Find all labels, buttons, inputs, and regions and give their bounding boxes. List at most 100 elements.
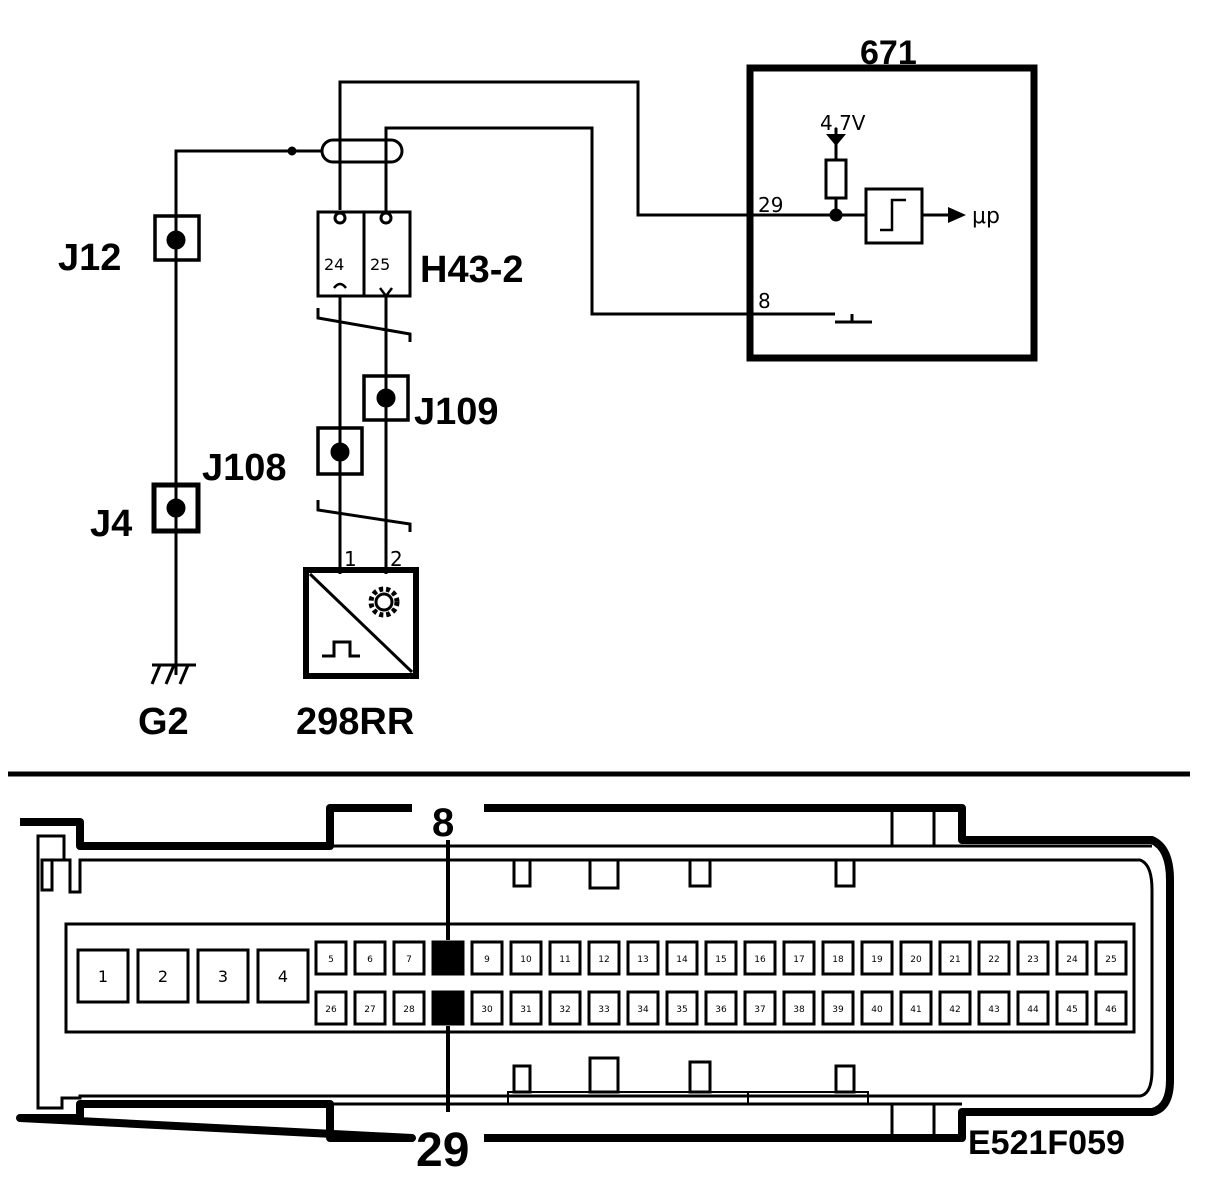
pin-field — [64, 922, 1136, 1034]
connector-pin-7: 7 — [392, 940, 426, 976]
connector-pin-label: 39 — [832, 1005, 844, 1015]
connector-pin-28: 28 — [392, 990, 426, 1026]
h43-label: H43-2 — [420, 249, 524, 291]
connector-pin-34: 34 — [626, 990, 660, 1026]
connector-pin-label: 32 — [559, 1005, 570, 1015]
splice-j108 — [316, 426, 364, 476]
schematic — [150, 64, 1038, 685]
pin8-label: 8 — [758, 289, 771, 313]
connector-pin-9: 9 — [470, 940, 504, 976]
connector-pin-21: 21 — [938, 940, 972, 976]
connector-pin-17: 17 — [782, 940, 816, 976]
connector-pin-label: 2 — [158, 967, 168, 986]
connector-pin-label: 44 — [1027, 1005, 1039, 1015]
connector-pin-label: 17 — [793, 955, 804, 965]
connector-pin-10: 10 — [509, 940, 543, 976]
connector-pin-45: 45 — [1055, 990, 1089, 1026]
connector-pin-label: 28 — [403, 1005, 415, 1015]
reference-code: E521F059 — [968, 1124, 1125, 1162]
g2-label: G2 — [138, 701, 189, 743]
splice-j4 — [151, 482, 201, 534]
schmitt-trigger — [864, 187, 924, 245]
connector-pin-20: 20 — [899, 940, 933, 976]
connector-pin-label: 1 — [98, 967, 108, 986]
connector-pin-41: 41 — [899, 990, 933, 1026]
connector-pin-5: 5 — [314, 940, 348, 976]
connector-housing — [16, 804, 1174, 1142]
connector-pin-label: 25 — [1105, 955, 1116, 965]
connector-pin-label: 45 — [1066, 1005, 1077, 1015]
connector-pin-38: 38 — [782, 990, 816, 1026]
connector-pin-label: 4 — [278, 967, 288, 986]
j109-label: J109 — [414, 391, 499, 433]
connector-pin-44: 44 — [1016, 990, 1050, 1026]
connector-pin-30: 30 — [470, 990, 504, 1026]
connector-pin-22: 22 — [977, 940, 1011, 976]
connector-pin-35: 35 — [665, 990, 699, 1026]
connector-pin-label: 26 — [325, 1005, 337, 1015]
connector-pin-label: 37 — [754, 1005, 765, 1015]
connector-pin-15: 15 — [704, 940, 738, 976]
splice-j109 — [362, 374, 410, 422]
connector-pin-label: 6 — [367, 955, 373, 965]
sensor-298rr — [303, 567, 419, 679]
connector-pin-label: 24 — [1066, 955, 1078, 965]
output-arrow-icon — [948, 207, 966, 223]
connector-pin-label: 43 — [988, 1005, 999, 1015]
connector-pin-14: 14 — [665, 940, 699, 976]
connector-pin-19: 19 — [860, 940, 894, 976]
connector-pin-26: 26 — [314, 990, 348, 1026]
connector-pin-43: 43 — [977, 990, 1011, 1026]
connector-pin-highlighted — [431, 940, 465, 976]
connector-pin-label: 20 — [910, 955, 922, 965]
pullup-resistor — [824, 158, 848, 200]
connector-pin-4: 4 — [256, 948, 310, 1004]
connector-pin-label: 21 — [949, 955, 960, 965]
connector-pin-11: 11 — [548, 940, 582, 976]
connector-pin-24: 24 — [1055, 940, 1089, 976]
connector-pin-label: 42 — [949, 1005, 960, 1015]
connector-pin-33: 33 — [587, 990, 621, 1026]
connector-pin-13: 13 — [626, 940, 660, 976]
twisted-pair-shield — [320, 138, 404, 164]
connector-pin-label: 33 — [598, 1005, 609, 1015]
connector-pin-label: 46 — [1105, 1005, 1117, 1015]
connector-pin-label: 22 — [988, 955, 999, 965]
connector-pin-46: 46 — [1094, 990, 1128, 1026]
j12-label: J12 — [58, 237, 121, 279]
connector-pin-label: 35 — [676, 1005, 687, 1015]
twist-bracket-lower — [316, 500, 412, 532]
connector-pin-37: 37 — [743, 990, 777, 1026]
gear-icon — [368, 586, 400, 618]
sensor-pin2-label: 2 — [390, 547, 403, 571]
connector-pin-36: 36 — [704, 990, 738, 1026]
up-label: μp — [972, 204, 1000, 229]
callout-8: 8 — [432, 801, 454, 845]
connector-pin-40: 40 — [860, 990, 894, 1026]
connector-pin-label: 16 — [754, 955, 766, 965]
h43-pin-a: 24 — [324, 255, 344, 274]
connector-pin-32: 32 — [548, 990, 582, 1026]
ecu-box — [746, 64, 1038, 362]
connector-pin-label: 30 — [481, 1005, 493, 1015]
connector-face — [16, 804, 1174, 1142]
connector-pin-label: 18 — [832, 955, 844, 965]
connector-pin-label: 27 — [364, 1005, 375, 1015]
connector-pin-23: 23 — [1016, 940, 1050, 976]
connector-pin-label: 41 — [910, 1005, 921, 1015]
connector-pin-label: 13 — [637, 955, 648, 965]
callout-29: 29 — [416, 1124, 469, 1177]
connector-pin-16: 16 — [743, 940, 777, 976]
splice-j12 — [153, 214, 201, 262]
h43-pin-b: 25 — [370, 255, 390, 274]
connector-pin-label: 36 — [715, 1005, 727, 1015]
connector-pin-label: 7 — [406, 955, 412, 965]
j108-label: J108 — [202, 447, 287, 489]
connector-pin-12: 12 — [587, 940, 621, 976]
connector-pin-label: 40 — [871, 1005, 883, 1015]
connector-pin-25: 25 — [1094, 940, 1128, 976]
connector-pin-label: 15 — [715, 955, 726, 965]
